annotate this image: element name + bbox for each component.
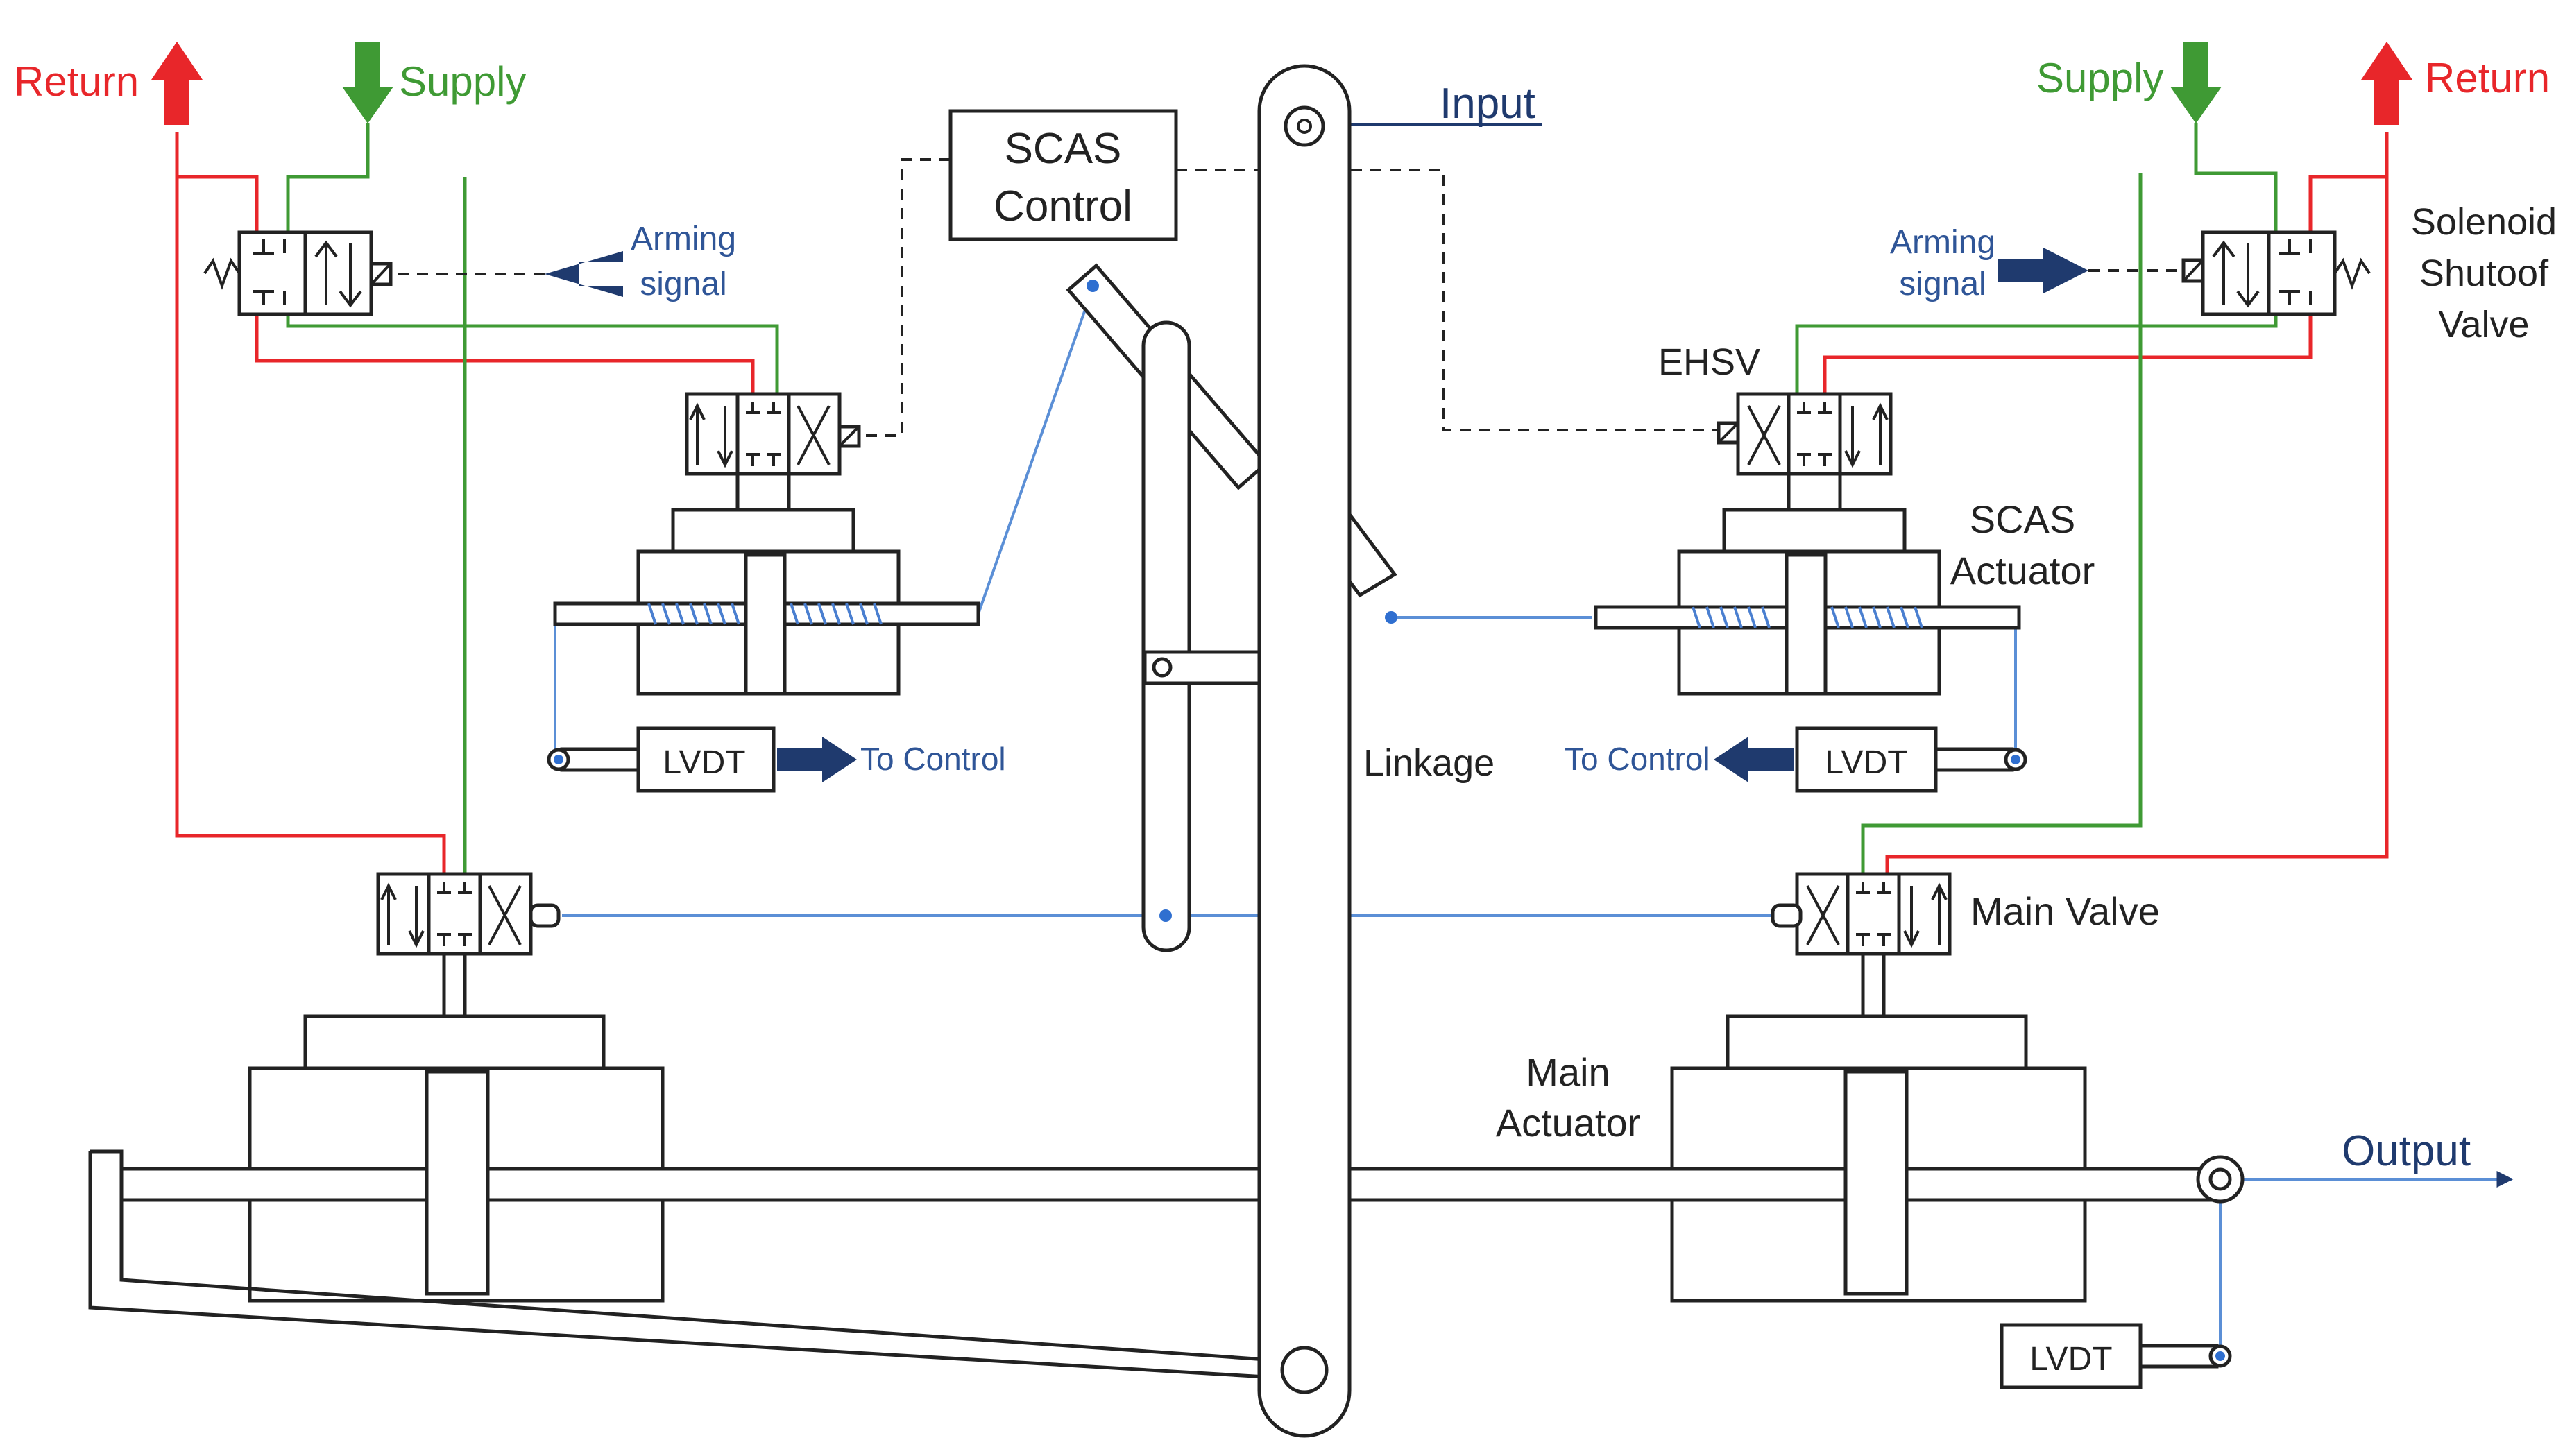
- to-control-left-label: To Control: [860, 741, 1006, 777]
- solenoid-valve-label-line2: Shutoof: [2419, 252, 2549, 294]
- arming-arrow-icon: [545, 251, 623, 297]
- ehsv-right: [1717, 392, 1893, 476]
- return-lines: [175, 132, 2389, 874]
- to-control-arrow-icon: [777, 737, 857, 782]
- scas-control-label-line2: Control: [994, 182, 1132, 230]
- solenoid-valve-label-line3: Valve: [2438, 304, 2529, 345]
- arming-signal-right-line1: Arming: [1890, 224, 1995, 261]
- spring-icon: [2333, 257, 2371, 290]
- ehsv-label: EHSV: [1658, 341, 1760, 383]
- linkage: [554, 64, 1397, 1438]
- supply-label-right: Supply: [2036, 55, 2163, 101]
- main-valve-right: [1771, 872, 1952, 1016]
- arming-signal-left-line1: Arming: [631, 221, 736, 257]
- spring-icon: [203, 257, 241, 290]
- linkage-label: Linkage: [1363, 742, 1494, 784]
- dashed-control-lines: [378, 158, 2199, 437]
- scas-control-box: [948, 109, 1178, 241]
- arming-signal-left-line2: signal: [640, 266, 726, 302]
- supply-label-left: Supply: [399, 58, 526, 105]
- supply-lines: [286, 123, 2278, 874]
- lvdt-left-label: LVDT: [663, 744, 745, 781]
- scas-actuator-right: [1594, 474, 2021, 696]
- lvdt-output: [2000, 1323, 2232, 1389]
- main-actuator-left: [88, 1014, 1268, 1379]
- supply-arrow-icon: [342, 42, 393, 123]
- arming-signal-right-line2: signal: [1899, 266, 1986, 302]
- main-actuator-label-line1: Main: [1526, 1050, 1610, 1094]
- to-control-arrow-icon: [1714, 737, 1794, 782]
- pivot-icon: [1280, 1346, 1329, 1394]
- input-label: Input: [1440, 80, 1535, 128]
- scas-actuator-label-line1: SCAS: [1970, 497, 2076, 541]
- return-label-right: Return: [2425, 55, 2550, 101]
- diagram-labels: Return Supply Arming signal SCAS Control…: [14, 55, 2557, 1378]
- main-actuator-label-line2: Actuator: [1496, 1101, 1641, 1145]
- solenoid-valve-left: [203, 230, 393, 316]
- main-valve-left: [376, 872, 561, 1016]
- return-label-left: Return: [14, 58, 139, 105]
- return-arrow-icon: [151, 42, 203, 125]
- main-actuator-right: [1347, 1014, 2245, 1303]
- arming-arrow-icon: [1998, 248, 2088, 293]
- lvdt-output-label: LVDT: [2029, 1341, 2112, 1378]
- to-control-right-label: To Control: [1565, 741, 1710, 777]
- scas-actuator-left: [553, 474, 980, 696]
- output-label: Output: [2342, 1127, 2471, 1175]
- lvdt-right-label: LVDT: [1825, 744, 1907, 781]
- spring-icon: [647, 603, 883, 625]
- solenoid-valve-right: [2181, 230, 2371, 316]
- scas-actuator-label-line2: Actuator: [1950, 549, 2095, 592]
- return-arrow-icon: [2361, 42, 2412, 125]
- pivot-icon: [1284, 105, 1325, 147]
- lvdt-right: [1795, 726, 2027, 793]
- scas-control-label-line1: SCAS: [1005, 125, 1122, 173]
- spring-icon: [1692, 606, 1923, 628]
- supply-arrow-icon: [2170, 42, 2222, 123]
- main-valve-label: Main Valve: [1970, 889, 2160, 933]
- lvdt-left: [547, 726, 776, 793]
- solenoid-valve-label-line1: Solenoid: [2411, 201, 2557, 243]
- ehsv-left: [685, 392, 861, 476]
